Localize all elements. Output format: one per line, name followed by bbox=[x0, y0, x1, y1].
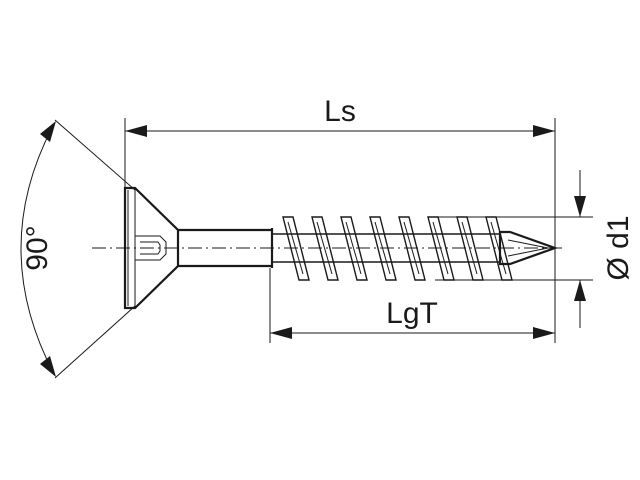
ls-label: Ls bbox=[324, 95, 356, 128]
lgt-arrow-left bbox=[270, 327, 292, 339]
thread-flight-crest bbox=[345, 221, 362, 275]
angle-arrow-top bbox=[40, 121, 56, 142]
angle-label: 90° bbox=[21, 225, 54, 270]
thread-flight-crest bbox=[490, 221, 507, 275]
dimension-lgt: LgT bbox=[269, 248, 556, 343]
dimension-ls: Ls bbox=[124, 95, 556, 248]
d1-arrow-bottom bbox=[574, 280, 586, 301]
tip-edge-bottom bbox=[507, 247, 549, 257]
thread-flight-crest bbox=[461, 221, 478, 275]
lgt-arrow-right bbox=[533, 327, 555, 339]
angle-extension-top bbox=[54, 119, 136, 191]
screw-shank bbox=[178, 228, 272, 268]
lgt-label: LgT bbox=[386, 297, 438, 330]
drive-recess bbox=[135, 235, 167, 261]
thread-flight bbox=[311, 216, 339, 281]
ls-arrow-right bbox=[533, 125, 555, 137]
angle-arrow-bottom bbox=[40, 356, 56, 377]
thread-flight-crest bbox=[403, 221, 420, 275]
dimension-head-angle: 90° bbox=[20, 119, 136, 379]
thread-flight-crest bbox=[287, 221, 304, 275]
angle-arc bbox=[20, 123, 55, 375]
drive-recess-inner bbox=[140, 241, 161, 255]
thread-flight bbox=[340, 216, 368, 281]
d1-label: Ø d1 bbox=[602, 215, 635, 280]
d1-arrow-top bbox=[574, 196, 586, 217]
tip-edge-top bbox=[507, 239, 549, 249]
ls-arrow-left bbox=[125, 125, 147, 137]
dimension-d1: Ø d1 bbox=[435, 170, 635, 328]
thread-flight-crest bbox=[316, 221, 333, 275]
thread-flight bbox=[282, 216, 310, 281]
thread-flight bbox=[369, 216, 397, 281]
thread-flight-crest bbox=[374, 221, 391, 275]
angle-extension-bottom bbox=[54, 305, 136, 379]
screw-tip bbox=[498, 230, 559, 266]
thread-flight-crest bbox=[432, 221, 449, 275]
thread-flight bbox=[398, 216, 426, 281]
